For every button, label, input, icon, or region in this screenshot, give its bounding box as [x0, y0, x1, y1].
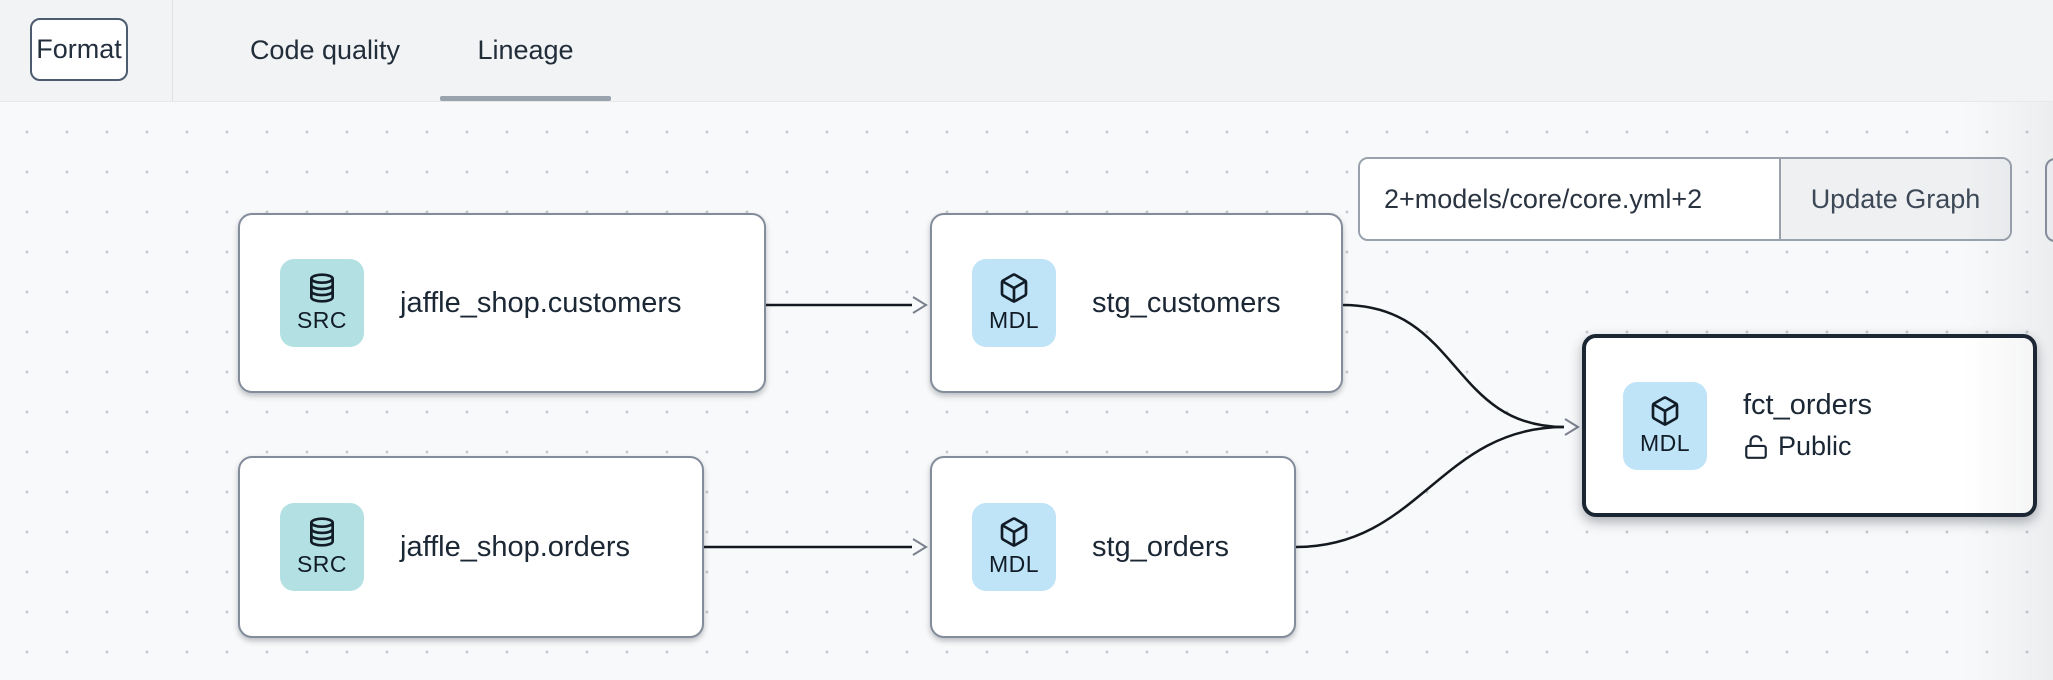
source-badge: SRC: [280, 259, 364, 347]
lineage-selector-group: Update Graph: [1358, 157, 2012, 241]
tab-lineage[interactable]: Lineage: [440, 0, 611, 101]
database-icon: [310, 273, 334, 303]
lineage-node-jaffle_shop-customers[interactable]: SRC jaffle_shop.customers: [238, 213, 766, 393]
active-tab-indicator: [440, 96, 611, 101]
lineage-edges: [704, 296, 1580, 556]
arrowhead-icon: [1564, 418, 1580, 436]
access-level: Public: [1743, 431, 1872, 462]
lineage-node-stg_customers[interactable]: MDL stg_customers: [930, 213, 1343, 393]
lineage-canvas[interactable]: SRC jaffle_shop.customers MDL stg_custom…: [0, 102, 2053, 680]
badge-label: SRC: [296, 551, 348, 577]
update-graph-label: Update Graph: [1810, 183, 1981, 214]
tab-code-quality[interactable]: Code quality: [225, 0, 425, 101]
lineage-node-jaffle_shop-orders[interactable]: SRC jaffle_shop.orders: [238, 456, 704, 638]
cube-icon: [1651, 395, 1679, 426]
clipped-right-button[interactable]: [2045, 158, 2053, 242]
arrowhead-icon: [912, 538, 928, 556]
source-badge: SRC: [280, 503, 364, 591]
lineage-selector-input[interactable]: [1360, 159, 1779, 239]
lineage-node-stg_orders[interactable]: MDL stg_orders: [930, 456, 1296, 638]
arrowhead-icon: [912, 296, 928, 314]
model-badge: MDL: [972, 503, 1056, 591]
unlock-icon: [1745, 434, 1767, 459]
editor-toolbar: Format Code quality Lineage: [0, 0, 2053, 102]
cube-icon: [1000, 273, 1028, 303]
badge-label: MDL: [1639, 429, 1691, 456]
node-title: jaffle_shop.customers: [400, 286, 682, 319]
toolbar-divider: [172, 0, 173, 101]
badge-label: SRC: [296, 307, 348, 333]
badge-label: MDL: [988, 307, 1040, 333]
node-title: fct_orders: [1743, 389, 1872, 421]
access-level-label: Public: [1778, 431, 1852, 461]
node-title: jaffle_shop.orders: [400, 530, 631, 563]
update-graph-button[interactable]: Update Graph: [1779, 159, 2010, 239]
badge-label: MDL: [988, 551, 1040, 577]
node-title: stg_orders: [1092, 530, 1230, 563]
database-icon: [310, 517, 334, 547]
tab-code-quality-label: Code quality: [249, 35, 401, 65]
tab-lineage-label: Lineage: [477, 35, 574, 65]
lineage-node-fct_orders[interactable]: MDL fct_orders Public: [1582, 334, 2037, 517]
cube-icon: [1000, 517, 1028, 547]
model-badge: MDL: [1623, 381, 1707, 470]
edge-stg_customers-fct_orders: [1342, 303, 1565, 429]
edge-stg_orders-fct_orders: [1295, 425, 1565, 549]
format-button[interactable]: Format: [30, 18, 128, 81]
node-title: stg_customers: [1092, 286, 1281, 319]
model-badge: MDL: [972, 259, 1056, 347]
